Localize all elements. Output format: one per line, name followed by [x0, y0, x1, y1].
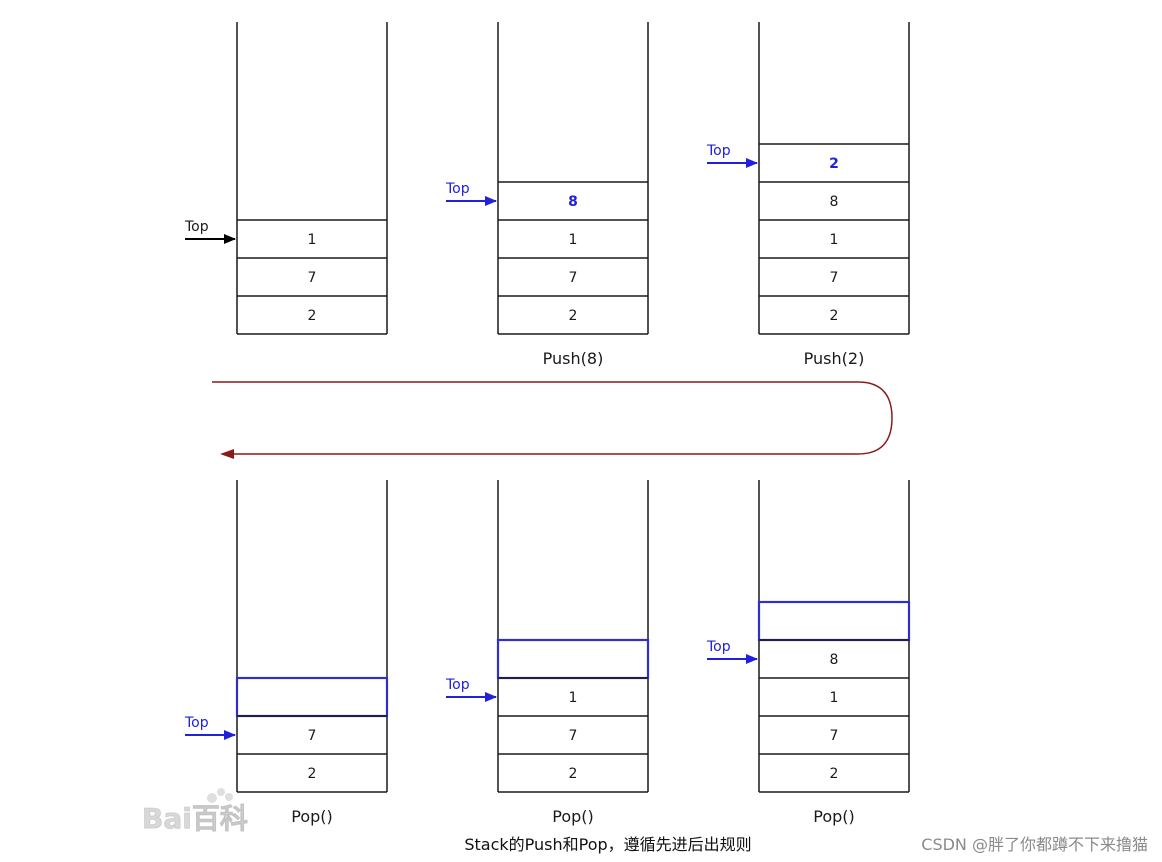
stack-cell-value: 1 — [569, 690, 578, 706]
popped-slot-outline — [757, 600, 911, 642]
stack-cell-value: 2 — [308, 766, 317, 782]
stack-cell: 8 — [759, 639, 909, 668]
popped-slot — [235, 676, 389, 718]
stack-cell: 1 — [759, 677, 909, 706]
stack-cell-value: 8 — [830, 652, 839, 668]
stack-cell-value: 1 — [830, 690, 839, 706]
stack-cell: 7 — [759, 715, 909, 744]
stack-caption: Pop() — [291, 807, 333, 826]
stack-cell-value: 7 — [308, 728, 317, 744]
stack-cell-value: 8 — [830, 194, 839, 210]
stack-cell: 2 — [498, 295, 648, 324]
stack-cell-value: 7 — [830, 270, 839, 286]
stack-cell-value: 1 — [830, 232, 839, 248]
stack-caption: Pop() — [813, 807, 855, 826]
stack-cell-value: 7 — [569, 270, 578, 286]
stack-cell: 2 — [237, 753, 387, 782]
stack-cell-value: 1 — [308, 232, 317, 248]
paw-icon — [207, 793, 217, 803]
stack-cell: 2 — [759, 295, 909, 324]
stack-cell: 1 — [237, 219, 387, 248]
top-pointer-label: Top — [445, 677, 470, 693]
stack-cell: 2 — [237, 295, 387, 324]
stack-cell: 2 — [759, 143, 909, 172]
stack-caption: Push(8) — [543, 349, 604, 368]
stack-cell-value: 7 — [569, 728, 578, 744]
flow-arrow — [212, 381, 893, 459]
popped-slot-outline — [235, 676, 389, 718]
stack-cell: 1 — [498, 677, 648, 706]
top-pointer-label: Top — [184, 715, 209, 731]
stack-cell-value: 2 — [830, 766, 839, 782]
stack-cell: 1 — [759, 219, 909, 248]
stack-cell: 7 — [237, 715, 387, 744]
stack-cell-value: 2 — [569, 308, 578, 324]
popped-slot — [757, 600, 911, 642]
stack-cell: 8 — [498, 181, 648, 210]
stack-cell-value: 8 — [568, 194, 578, 210]
stack-caption: Push(2) — [804, 349, 865, 368]
stack-cell-value: 2 — [830, 308, 839, 324]
stacks-layer: 172Top8172TopPush(8)28172TopPush(2)72Top… — [184, 22, 911, 826]
stack-cell: 2 — [498, 753, 648, 782]
stack-cell: 2 — [759, 753, 909, 782]
stack-cell-value: 7 — [308, 270, 317, 286]
stack-cell-value: 2 — [829, 156, 839, 172]
stack-cell: 1 — [498, 219, 648, 248]
stack-cell-value: 7 — [830, 728, 839, 744]
popped-slot-outline — [496, 638, 650, 680]
watermark-text: Bai百科 — [142, 802, 248, 835]
top-pointer-label: Top — [445, 181, 470, 197]
stack-initial: 1 7 2 Top — [184, 22, 388, 335]
top-pointer-label: Top — [706, 143, 731, 159]
figure-caption: Stack的Push和Pop，遵循先进后出规则 — [464, 835, 751, 854]
stack-cell-value: 2 — [569, 766, 578, 782]
stack-cell-value: 1 — [569, 232, 578, 248]
stack-cell: 7 — [759, 257, 909, 286]
stack-caption: Pop() — [552, 807, 594, 826]
stack-cell: 7 — [498, 257, 648, 286]
top-pointer-label: Top — [184, 219, 209, 235]
stack-cell: 7 — [498, 715, 648, 744]
baidu-watermark-logo: Bai百科 — [142, 788, 248, 835]
stack-cell: 8 — [759, 181, 909, 210]
popped-slot — [496, 638, 650, 680]
stack-cell: 7 — [237, 257, 387, 286]
stack-cell-value: 2 — [308, 308, 317, 324]
csdn-credit: CSDN @胖了你都蹲不下来撸猫 — [921, 835, 1148, 854]
top-pointer-label: Top — [706, 639, 731, 655]
